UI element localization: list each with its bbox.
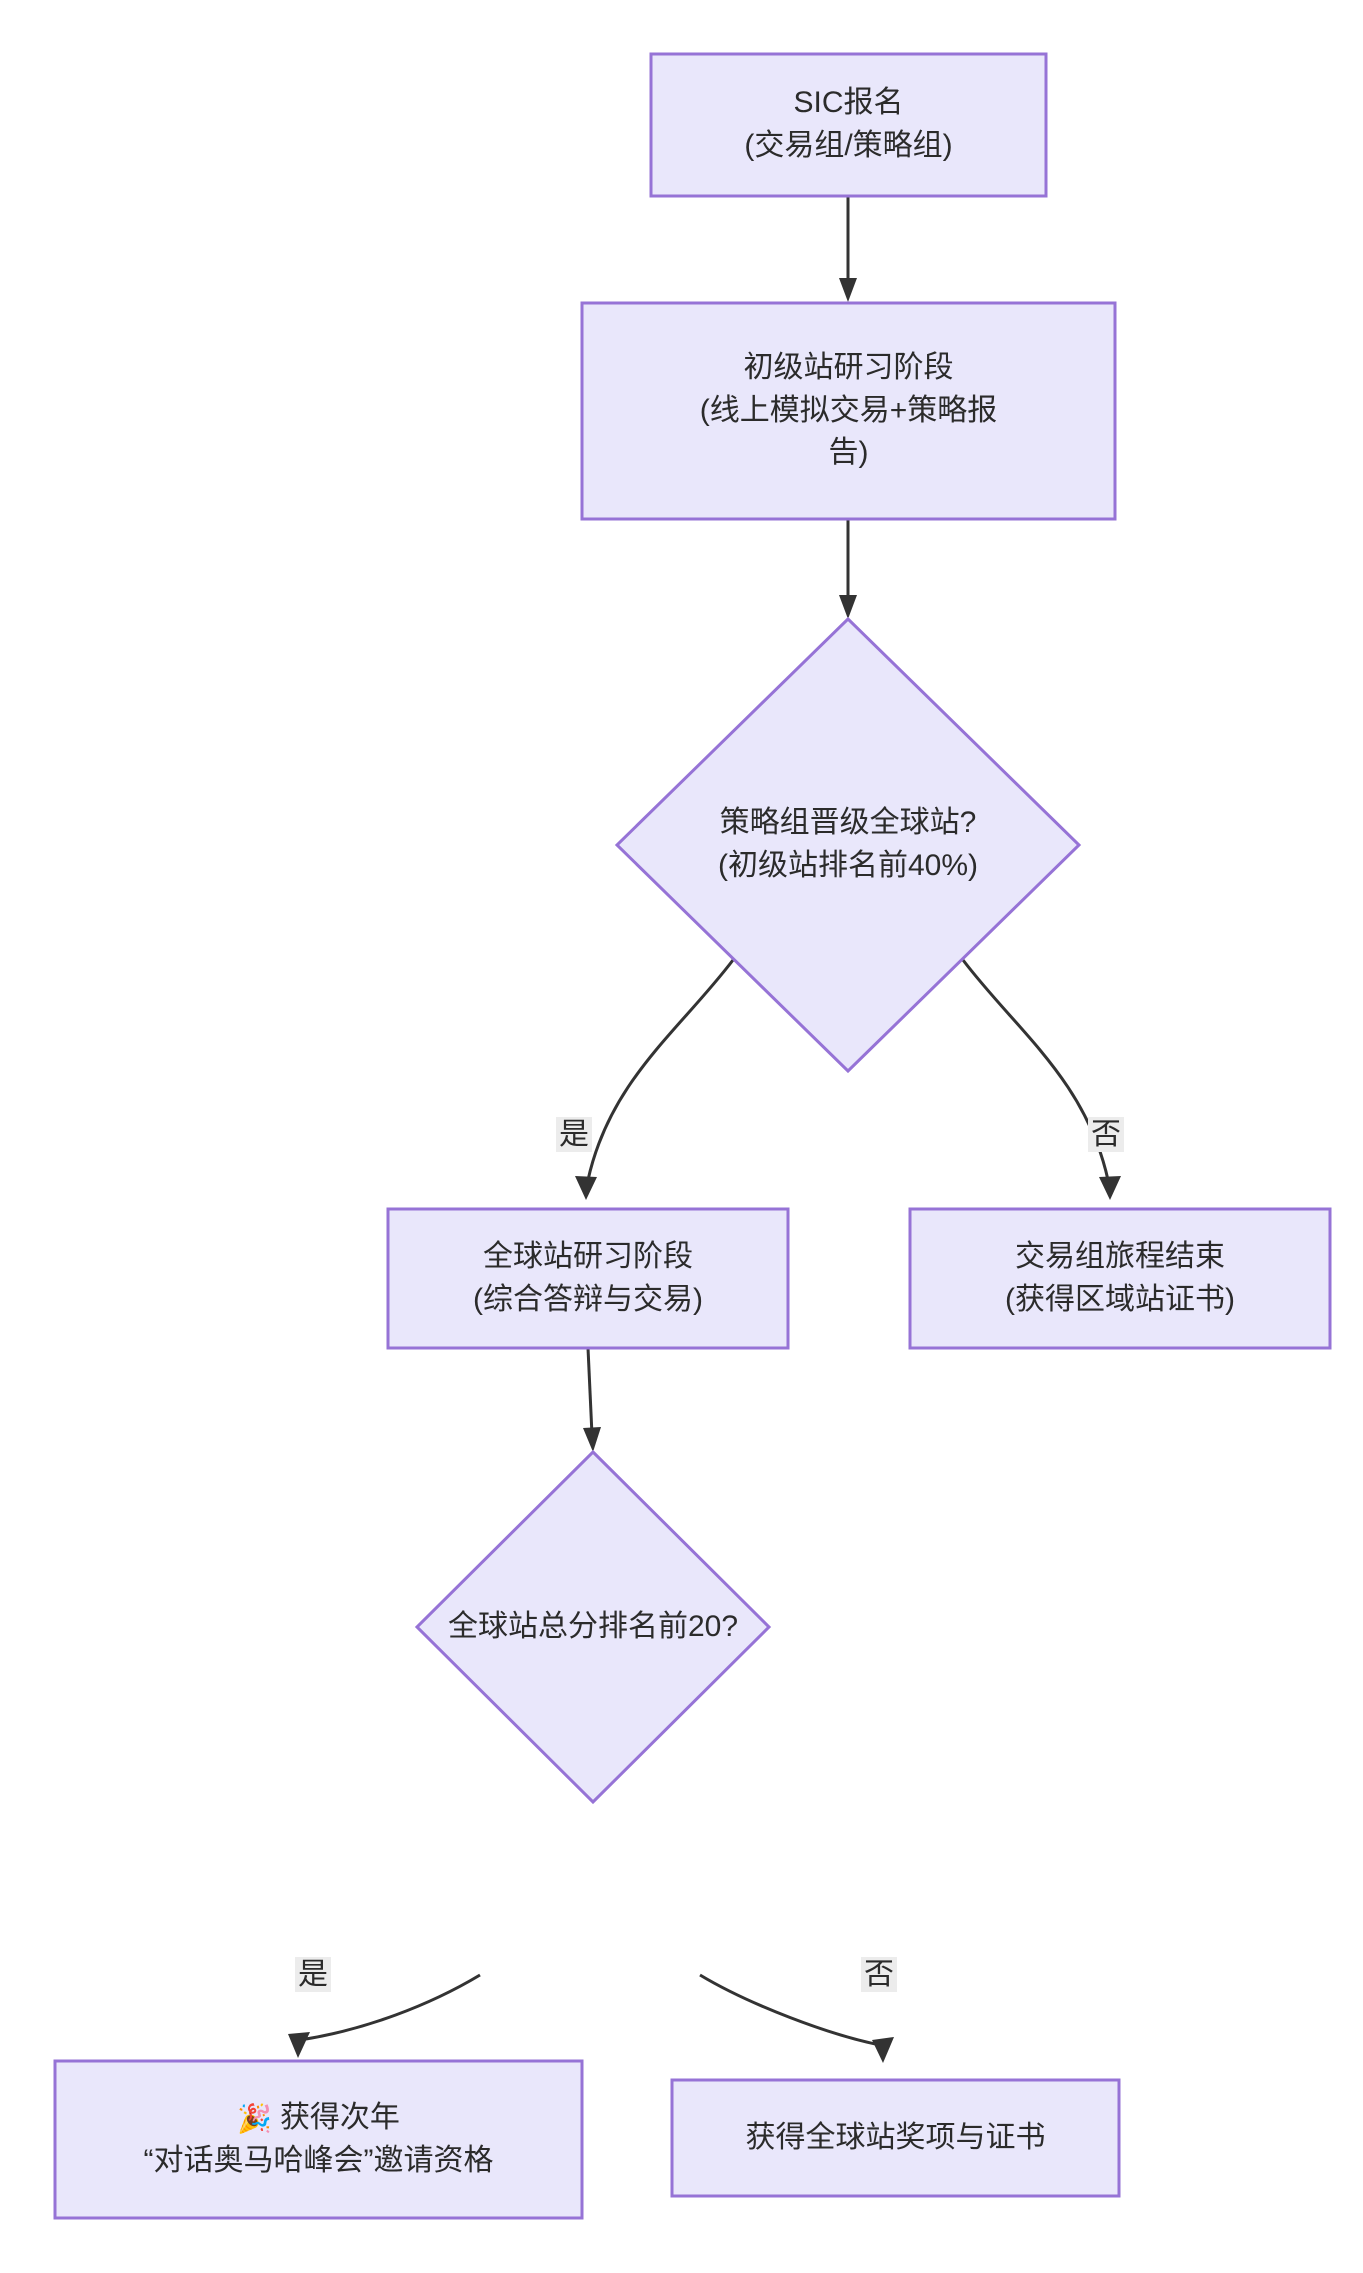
- node-n1-shape[interactable]: [649, 52, 1048, 198]
- node-n7-shape[interactable]: [53, 2059, 584, 2220]
- node-n8-shape[interactable]: [670, 2078, 1121, 2198]
- edge-n3-n4: [575, 959, 735, 1200]
- edge-label-no-lower: 否: [861, 1957, 897, 1992]
- node-n4-shape[interactable]: [386, 1207, 790, 1350]
- node-n5-shape[interactable]: [908, 1207, 1332, 1350]
- edge-n6-n7: [288, 1973, 481, 2058]
- edge-n4-n6: [583, 1347, 601, 1452]
- edge-n2-n3: [839, 519, 857, 619]
- edge-n3-n5: [961, 959, 1121, 1200]
- edge-n6-n8: [699, 1973, 894, 2063]
- edge-label-yes-upper: 是: [556, 1117, 592, 1152]
- edge-label-no-upper: 否: [1088, 1117, 1124, 1152]
- node-n2-shape[interactable]: [580, 301, 1117, 521]
- edge-n1-n2: [839, 196, 857, 302]
- edge-label-yes-lower: 是: [295, 1957, 331, 1992]
- node-n3-shape[interactable]: [614, 616, 1082, 1074]
- node-n6-shape[interactable]: [414, 1449, 772, 1805]
